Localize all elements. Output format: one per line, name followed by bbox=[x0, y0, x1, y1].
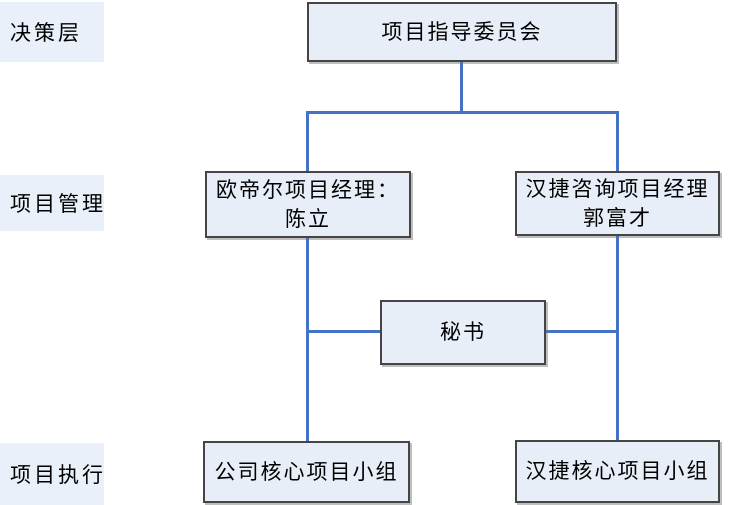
node-steering-committee: 项目指导委员会 bbox=[307, 2, 617, 62]
connector-to-hanjie-pm bbox=[616, 111, 619, 173]
node-hanjie-core-team-label: 汉捷核心项目小组 bbox=[525, 459, 710, 483]
node-hanjie-pm-line1: 汉捷咨询项目经理 bbox=[525, 176, 710, 201]
connector-to-oudier-pm bbox=[306, 111, 309, 173]
connector-oudier-to-company-team bbox=[306, 236, 309, 442]
row-label-decision: 决策层 bbox=[0, 2, 104, 62]
node-hanjie-pm: 汉捷咨询项目经理 郭富才 bbox=[515, 171, 720, 236]
node-oudier-pm-line1: 欧帝尔项目经理： bbox=[216, 177, 400, 202]
node-oudier-pm: 欧帝尔项目经理： 陈立 bbox=[205, 171, 411, 238]
node-company-core-team-label: 公司核心项目小组 bbox=[214, 459, 399, 484]
connector-steering-down bbox=[460, 60, 463, 114]
node-secretary: 秘书 bbox=[380, 300, 546, 365]
connector-hanjie-to-hanjie-team bbox=[616, 234, 619, 441]
connector-managers-horizontal bbox=[306, 111, 619, 114]
row-label-management: 项目管理 bbox=[0, 175, 104, 231]
node-secretary-label: 秘书 bbox=[440, 320, 486, 344]
node-oudier-pm-line2: 陈立 bbox=[285, 206, 331, 231]
connector-hanjie-to-secretary bbox=[545, 330, 618, 333]
connector-oudier-to-secretary bbox=[307, 330, 381, 333]
node-hanjie-core-team: 汉捷核心项目小组 bbox=[515, 440, 720, 503]
node-hanjie-pm-line2: 郭富才 bbox=[583, 205, 652, 230]
row-label-execution: 项目执行 bbox=[0, 443, 104, 505]
node-steering-committee-label: 项目指导委员会 bbox=[381, 19, 543, 44]
node-company-core-team: 公司核心项目小组 bbox=[203, 441, 410, 503]
